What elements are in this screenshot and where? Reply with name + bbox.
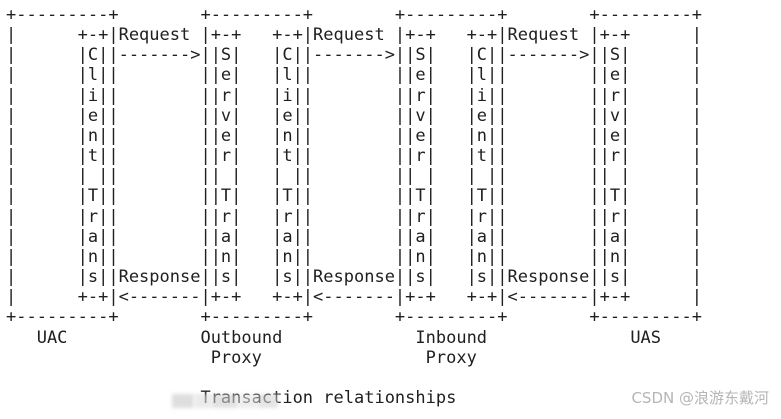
blurred-watermark-mark (172, 389, 278, 413)
transaction-relationships-diagram: +---------+ +---------+ +---------+ +---… (6, 5, 702, 408)
csdn-watermark: CSDN @浪游东戴河 (631, 389, 769, 407)
